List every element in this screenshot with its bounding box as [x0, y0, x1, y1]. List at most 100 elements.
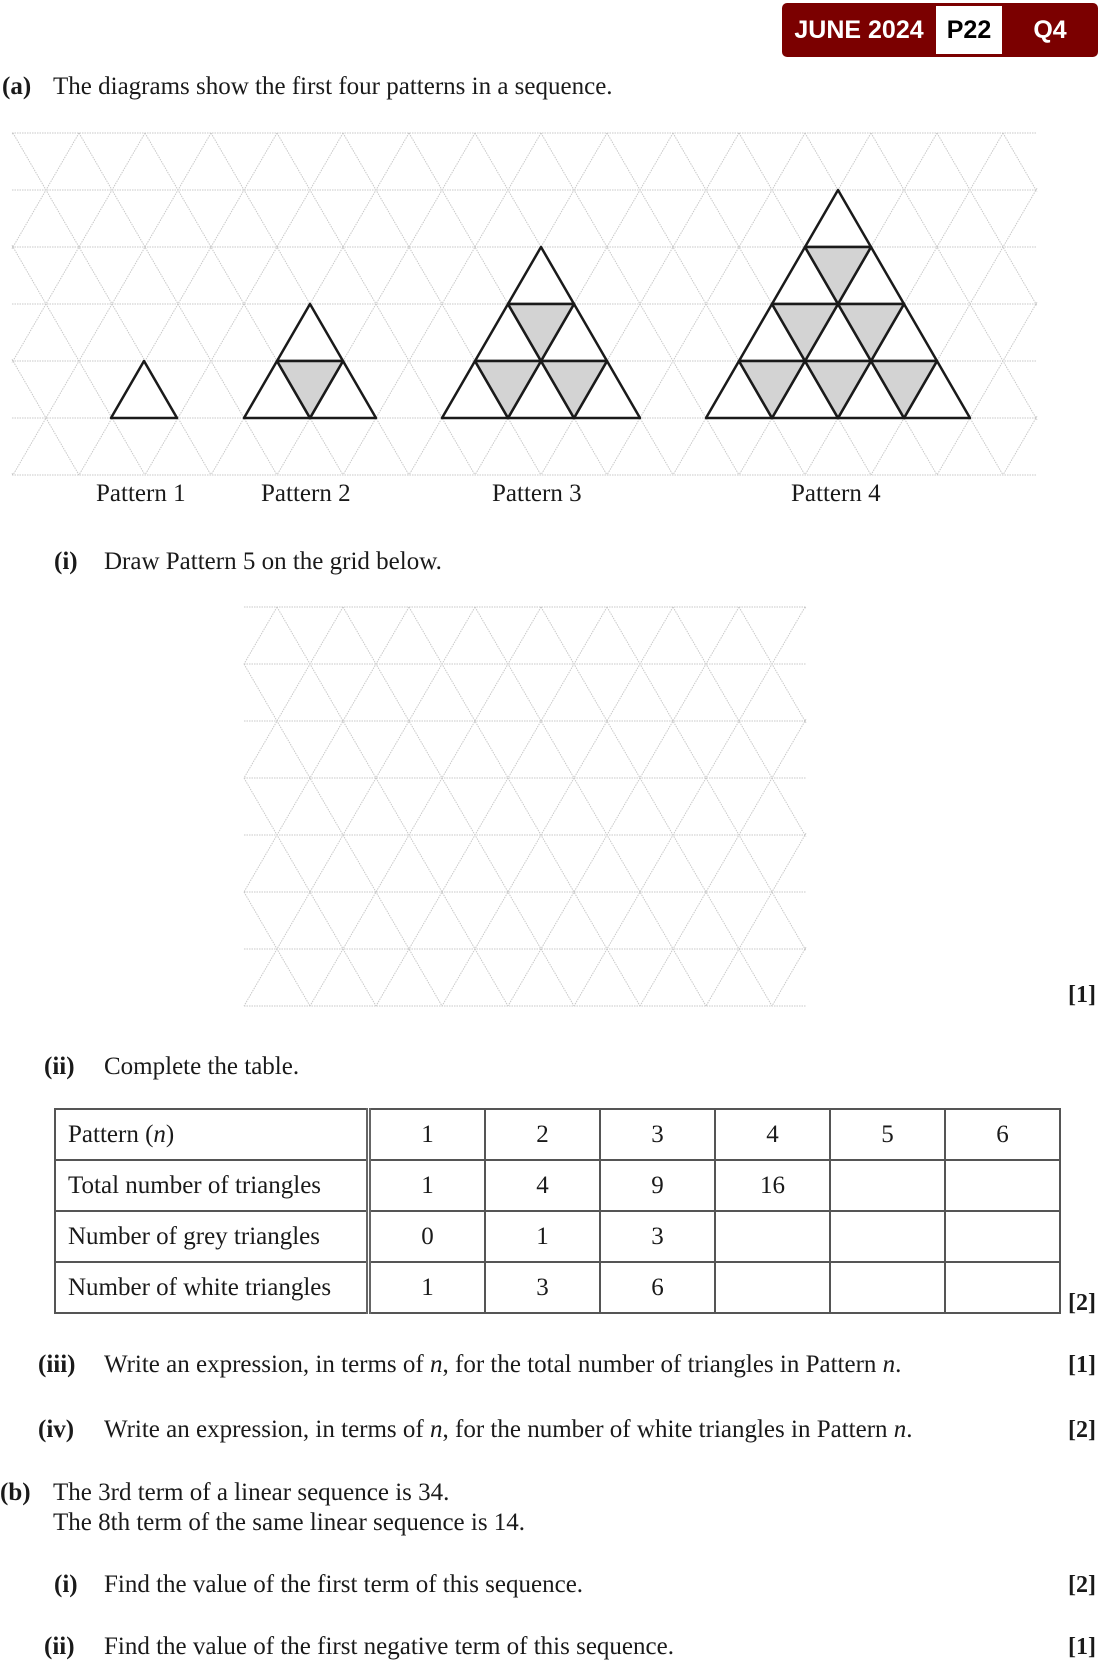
part-a-iii-text: Write an expression, in terms of n, for …: [104, 1351, 902, 1378]
grid-line: [11, 245, 146, 476]
grid-line: [243, 606, 410, 893]
answer-cell[interactable]: [714, 1261, 831, 1314]
grid-line: [639, 719, 807, 1007]
grid-line: [540, 132, 740, 476]
part-a-i-label: (i): [54, 548, 78, 575]
part-a-ii-text: Complete the table.: [104, 1053, 300, 1080]
pattern-label-4: Pattern 4: [791, 480, 881, 507]
grid-line: [243, 606, 278, 665]
grid-line: [12, 132, 212, 476]
grid-line: [705, 833, 807, 1007]
table-cell: 3: [484, 1261, 601, 1314]
question-badge: JUNE 2024 P22 Q4: [782, 3, 1098, 57]
grid-line: [507, 606, 740, 1007]
table-cell: 4: [484, 1159, 601, 1212]
part-a-i-text: Draw Pattern 5 on the grid below.: [104, 548, 442, 575]
table-cell: 1: [367, 1261, 486, 1314]
pattern-label-3: Pattern 3: [492, 480, 582, 507]
grid-line: [606, 606, 807, 951]
drawing-grid[interactable]: [0, 0, 1100, 1020]
grid-line: [342, 132, 542, 476]
part-b-ii-text: Find the value of the first negative ter…: [104, 1633, 674, 1660]
grey-triangle: [506, 302, 576, 363]
grid-line: [672, 606, 807, 837]
table-cell: 3: [599, 1210, 716, 1263]
grid-line: [936, 302, 1038, 476]
part-b-i-marks: [2]: [1068, 1572, 1096, 1598]
row-label-white: Number of white triangles: [54, 1261, 371, 1314]
table-col-5: 5: [829, 1108, 946, 1161]
grey-triangle: [770, 302, 840, 363]
grey-triangle: [737, 359, 807, 420]
grid-line: [375, 606, 608, 1007]
table-cell: 1: [484, 1210, 601, 1263]
table-col-3: 3: [599, 1108, 716, 1161]
table-cell: 16: [714, 1159, 831, 1212]
table-cell: 1: [367, 1159, 486, 1212]
answer-cell[interactable]: [829, 1159, 946, 1212]
part-a-i-marks: [1]: [1068, 982, 1096, 1008]
table-cell: 6: [599, 1261, 716, 1314]
grid-line: [936, 132, 1038, 306]
part-a-intro: The diagrams show the first four pattern…: [53, 73, 613, 100]
row-label-total: Total number of triangles: [54, 1159, 371, 1212]
part-b-i-text: Find the value of the first term of this…: [104, 1571, 584, 1598]
grid-line: [1002, 132, 1038, 192]
row-label-grey: Number of grey triangles: [54, 1210, 371, 1263]
grey-triangle: [869, 359, 939, 420]
grey-triangle: [539, 359, 609, 420]
grid-line: [78, 132, 278, 476]
grey-triangle: [836, 302, 906, 363]
pattern-label-1: Pattern 1: [96, 480, 186, 507]
pattern-3: [440, 245, 642, 420]
table-cell: 0: [367, 1210, 486, 1263]
part-b-line2: The 8th term of the same linear sequence…: [53, 1509, 526, 1536]
grid-line: [243, 606, 476, 1007]
question-number: Q4: [1033, 15, 1067, 44]
answer-cell[interactable]: [829, 1210, 946, 1263]
part-a-iv-marks: [2]: [1068, 1417, 1096, 1443]
answer-cell[interactable]: [714, 1210, 831, 1263]
session-label: JUNE 2024: [794, 15, 924, 44]
grid-line: [11, 132, 14, 135]
grid-line: [738, 606, 807, 723]
table-row: Total number of triangles 1 4 9 16: [54, 1159, 1061, 1212]
answer-cell[interactable]: [829, 1261, 946, 1314]
grid-line: [11, 359, 80, 476]
grey-triangle: [275, 359, 345, 420]
grid-line: [573, 606, 806, 1007]
part-a-iv-text: Write an expression, in terms of n, for …: [104, 1416, 913, 1443]
grid-line: [243, 606, 344, 779]
grid-line: [540, 606, 773, 1007]
table-col-1: 1: [367, 1108, 486, 1161]
table-row: Number of grey triangles 0 1 3: [54, 1210, 1061, 1263]
grid-line: [276, 132, 476, 476]
table-header-pattern: Pattern (n): [54, 1108, 371, 1161]
table-col-6: 6: [944, 1108, 1061, 1161]
paper-label: P22: [936, 6, 1002, 54]
pattern-4: [704, 188, 972, 420]
answer-cell[interactable]: [944, 1261, 1061, 1314]
part-b-line1: The 3rd term of a linear sequence is 34.: [53, 1479, 450, 1506]
grid-line: [11, 473, 14, 476]
part-b-ii-label: (ii): [44, 1633, 75, 1660]
table-cell: 9: [599, 1159, 716, 1212]
grid-line: [771, 947, 807, 1007]
answer-cell[interactable]: [944, 1210, 1061, 1263]
table-col-4: 4: [714, 1108, 831, 1161]
pattern-2: [242, 302, 378, 420]
grid-line: [441, 606, 674, 1007]
part-a-iii-marks: [1]: [1068, 1352, 1096, 1378]
grid-line: [144, 132, 344, 476]
answer-cell[interactable]: [944, 1159, 1061, 1212]
grid-line: [243, 777, 377, 1007]
grid-line: [870, 188, 1038, 476]
part-a-ii-label: (ii): [44, 1053, 75, 1080]
grid-line: [1002, 416, 1038, 476]
grid-line: [870, 132, 1038, 420]
grid-line: [11, 132, 80, 249]
grid-lines: [243, 606, 807, 1007]
grid-line: [342, 606, 575, 1007]
grid-line: [606, 132, 806, 476]
part-a-ii-marks: [2]: [1068, 1290, 1096, 1316]
